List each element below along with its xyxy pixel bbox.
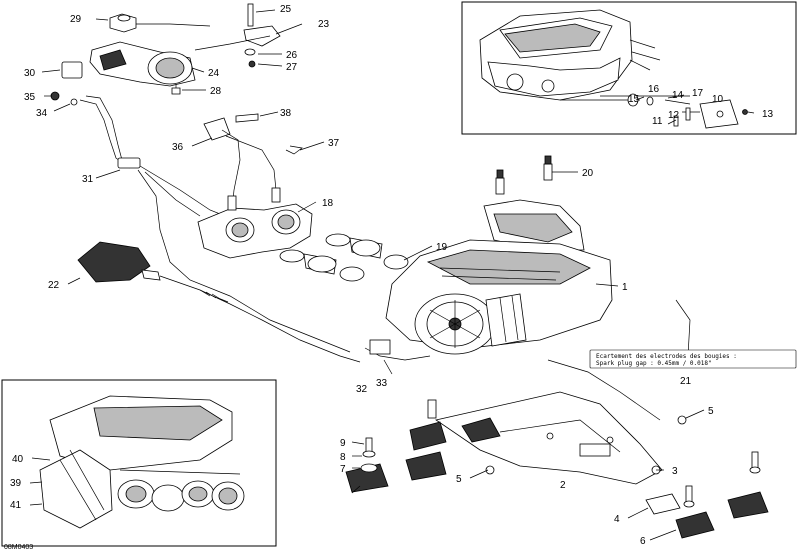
callout-22: 22 [48,280,60,291]
leader-line-21 [675,299,691,357]
callout-31: 31 [82,174,94,185]
callout-13: 13 [762,109,774,120]
callout-18: 18 [322,198,334,209]
mount-pads-right [485,415,769,539]
callout-25: 25 [280,4,292,15]
callout-6: 6 [640,536,646,547]
main-engine [364,199,613,361]
callout-2: 2 [560,480,566,491]
inset-frame-top-right [461,1,797,135]
engine-mount-plate [435,391,663,485]
callout-30: 30 [24,68,36,79]
callout-21: 21 [680,376,692,387]
callout-23: 23 [318,19,330,30]
callout-26: 26 [286,50,298,61]
callout-36: 36 [172,142,184,153]
note-line-fr: Ecartement des electrodes des bougies : [596,353,737,360]
air-intake-group [61,3,281,95]
callout-35: 35 [24,92,36,103]
callout-4: 4 [614,514,620,525]
callout-numbers: 29 25 23 26 27 24 28 30 35 34 38 36 37 3… [10,4,774,547]
callout-14: 14 [672,90,684,101]
callout-20: 20 [582,168,594,179]
throttle-cable-group [50,91,351,353]
inset-frame-bottom-left [1,379,277,547]
callout-33: 33 [376,378,388,389]
throttle-housing [77,241,361,363]
note-line-en: Spark plug gap : 0.45mm / 0.018" [596,360,712,367]
callout-37: 37 [328,138,340,149]
leader-line-2 [547,359,661,421]
carburetor-assembly [197,187,313,259]
callout-38: 38 [280,108,292,119]
sensor-cable-group [203,113,303,211]
callout-5-right: 5 [708,406,714,417]
callout-11: 11 [652,116,663,127]
callout-19: 19 [436,242,448,253]
intake-boot-group [279,233,409,282]
callout-10: 10 [712,94,724,105]
inset-engine-top [479,9,748,129]
leader-lines [29,9,755,541]
callout-8: 8 [340,452,346,463]
callout-39: 39 [10,478,22,489]
mount-pads-left [345,399,501,493]
spark-plug-gap-note: Ecartement des electrodes des bougies : … [589,349,797,369]
callout-17: 17 [692,88,704,99]
callout-3: 3 [672,466,678,477]
callout-5-left: 5 [456,474,462,485]
callout-27: 27 [286,62,298,73]
callout-40: 40 [12,454,24,465]
callout-15: 15 [628,94,640,105]
callout-1: 1 [622,282,628,293]
callout-16: 16 [648,84,660,95]
callout-34: 34 [36,108,48,119]
callout-32: 32 [356,384,368,395]
inset-engine-bottom [39,395,245,529]
callout-24: 24 [208,68,220,79]
callout-9: 9 [340,438,346,449]
callout-28: 28 [210,86,222,97]
spark-plug-group [495,155,553,195]
callout-12: 12 [668,110,680,121]
diagram-reference-code: 08M0403 [4,544,33,551]
callout-7: 7 [340,464,346,475]
callout-29: 29 [70,14,82,25]
callout-41: 41 [10,500,22,511]
